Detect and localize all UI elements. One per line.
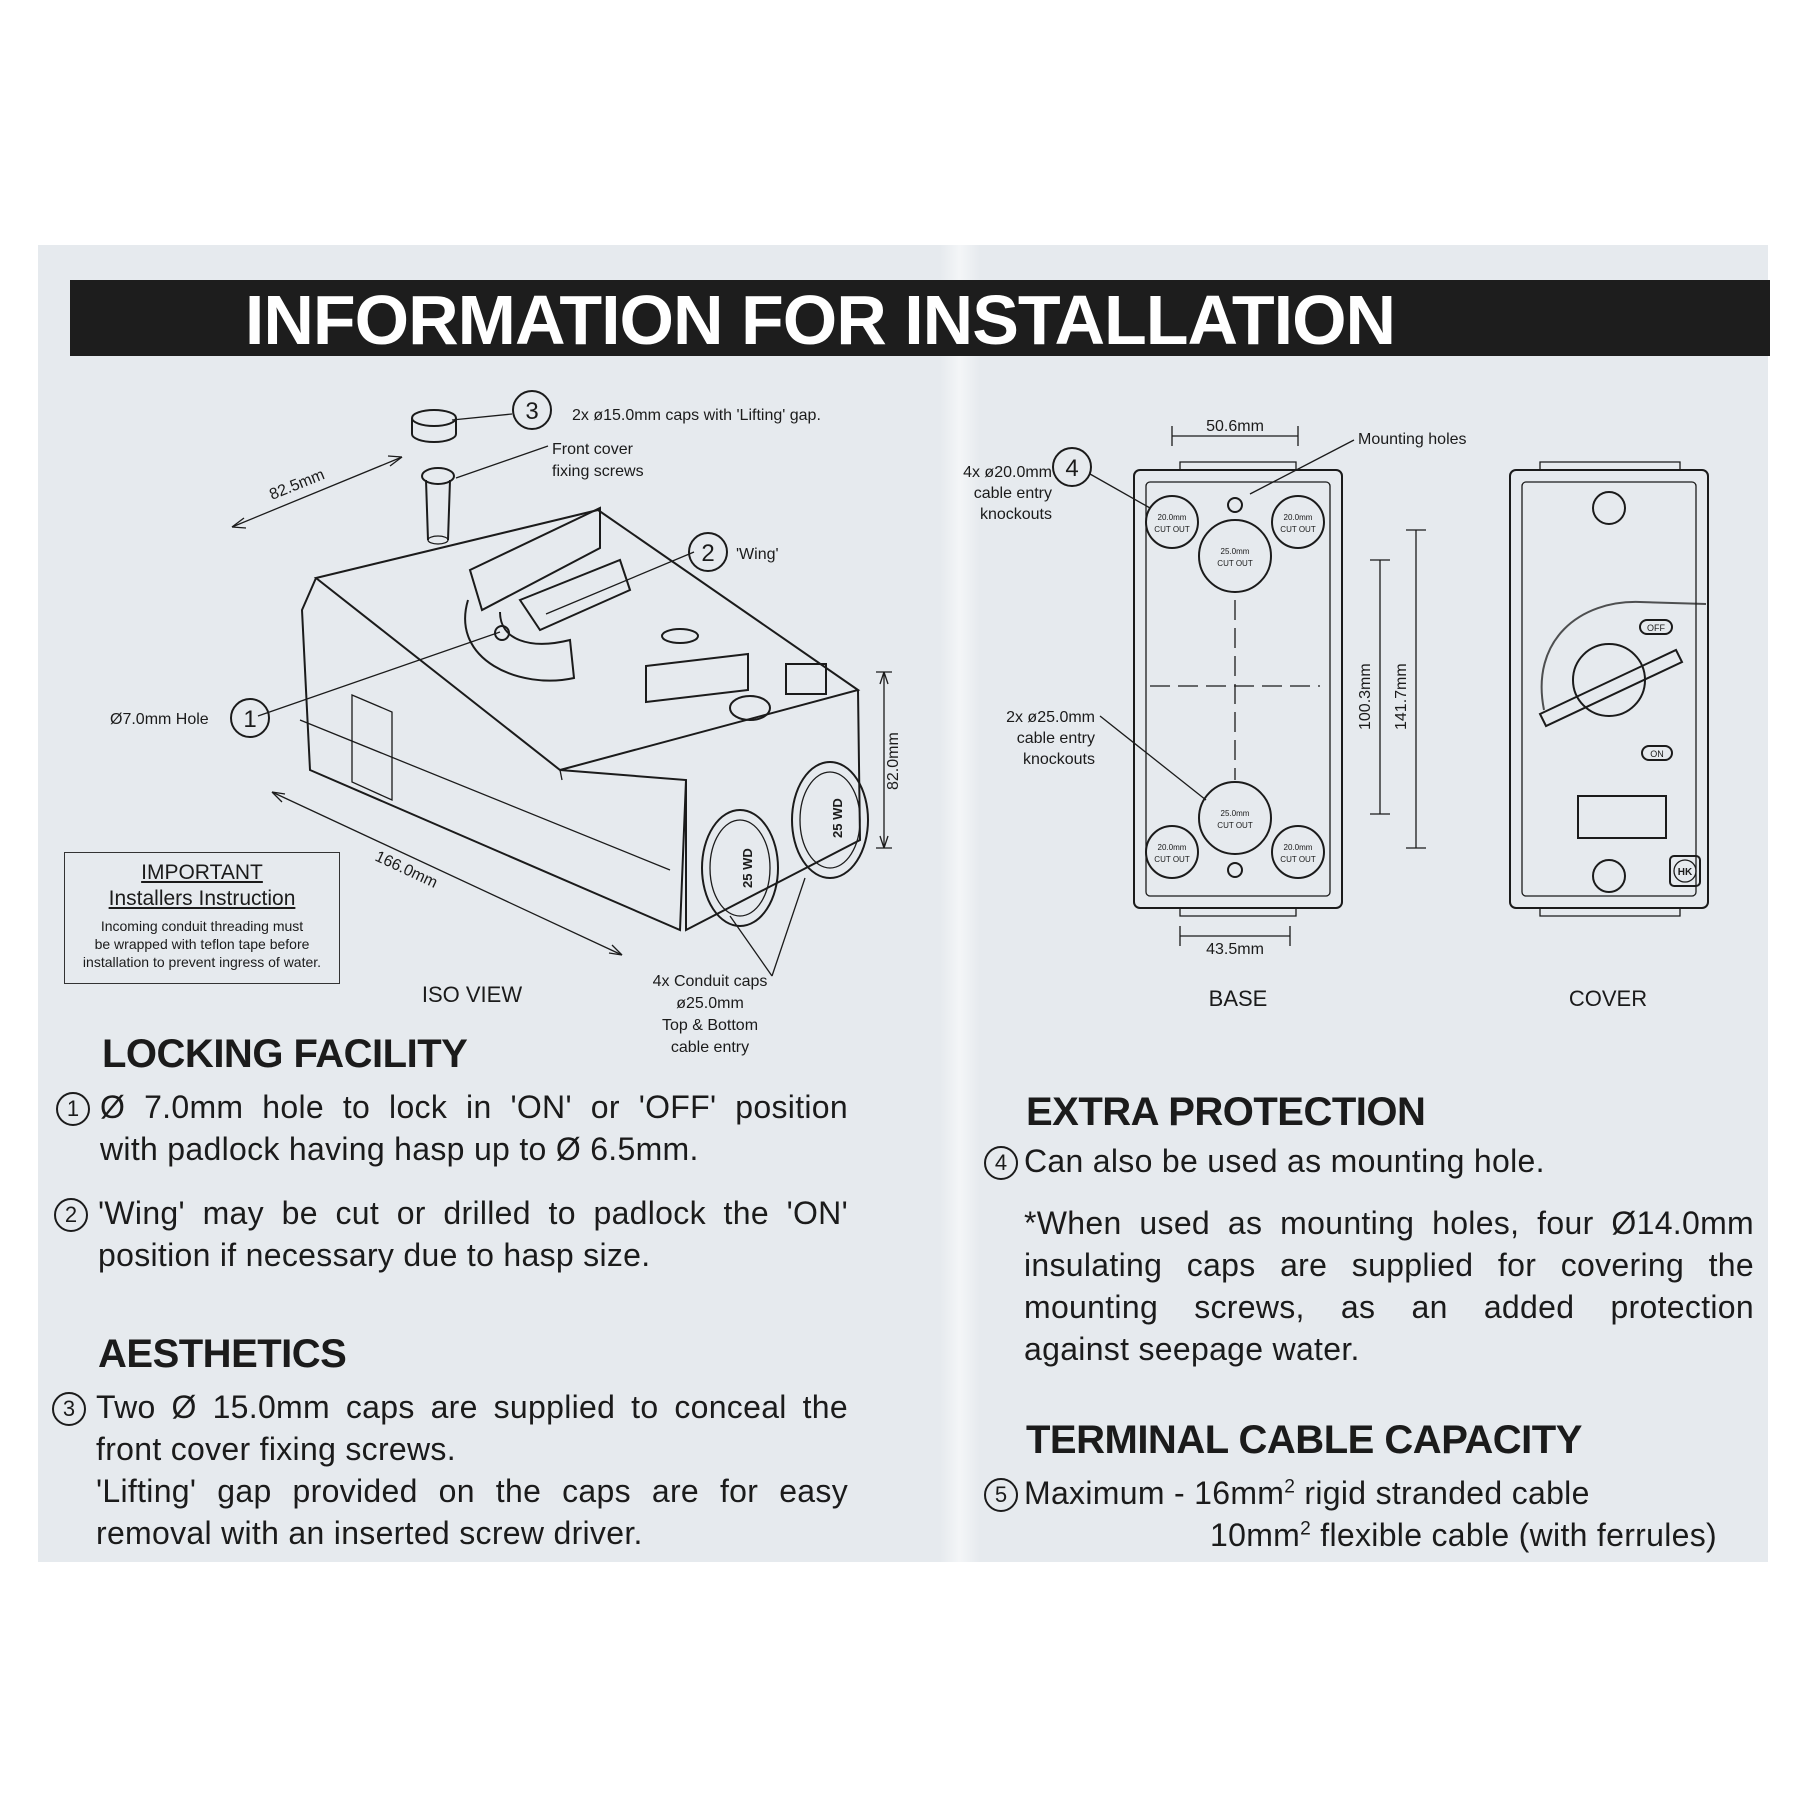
title-banner: INFORMATION FOR INSTALLATION <box>70 280 1770 356</box>
conduit-label-4: cable entry <box>671 1039 749 1056</box>
callout-1-number: 1 <box>243 706 256 733</box>
svg-text:CUT OUT: CUT OUT <box>1154 525 1190 534</box>
round-recess-icon <box>729 695 771 721</box>
knockouts-top-icon: 20.0mm CUT OUT 20.0mm CUT OUT 25.0mm CUT… <box>1145 495 1325 593</box>
item-2-marker: 2 <box>54 1198 88 1232</box>
svg-text:25.0mm: 25.0mm <box>1221 547 1250 556</box>
item-4-marker: 4 <box>984 1146 1018 1180</box>
enclosure-body-icon <box>299 508 862 932</box>
conduit-caps-icon: 25 WD 25 WD <box>701 761 869 927</box>
label-recess-icon <box>645 652 749 704</box>
side-label-icon <box>351 694 393 802</box>
iso-view-caption: ISO VIEW <box>422 982 522 1007</box>
callout-2-text: 'Wing' <box>736 546 779 563</box>
page-title: INFORMATION FOR INSTALLATION <box>244 281 1396 359</box>
dim-top-text: 50.6mm <box>1206 418 1264 435</box>
knock25-line2: cable entry <box>1017 730 1095 747</box>
svg-text:25 WD: 25 WD <box>830 798 845 838</box>
important-title: IMPORTANT <box>141 861 263 884</box>
terminal-heading: TERMINAL CABLE CAPACITY <box>1026 1418 1582 1462</box>
dim-line-length <box>271 791 623 956</box>
svg-text:CUT OUT: CUT OUT <box>1217 821 1253 830</box>
conduit-label-3: Top & Bottom <box>662 1017 758 1034</box>
dim-line-width <box>231 456 403 528</box>
locking-item-2: 'Wing' may be cut or drilled to padlock … <box>98 1195 848 1273</box>
cap-icon <box>411 409 457 443</box>
cover-caption: COVER <box>1569 986 1647 1011</box>
important-body: Incoming conduit threading must be wrapp… <box>82 918 322 970</box>
locking-heading: LOCKING FACILITY <box>102 1032 468 1076</box>
iso-view-diagram: 25 WD 25 WD 82.5mm 166.0mm 82.0mm Ø7.0mm… <box>110 390 902 1056</box>
aesthetics-heading: AESTHETICS <box>98 1332 347 1376</box>
callout-4-line3: knockouts <box>980 506 1052 523</box>
item-5-marker: 5 <box>984 1478 1018 1512</box>
svg-text:CUT OUT: CUT OUT <box>1280 855 1316 864</box>
base-caption: BASE <box>1209 986 1268 1011</box>
dim-bottom-text: 43.5mm <box>1206 941 1264 958</box>
callout-3-text: 2x ø15.0mm caps with 'Lifting' gap. <box>572 407 821 424</box>
cover-logo: HK <box>1678 867 1693 878</box>
conduit-label-2: ø25.0mm <box>676 995 744 1012</box>
callout-1-text: Ø7.0mm Hole <box>110 711 209 728</box>
knock25-line1: 2x ø25.0mm <box>1006 709 1095 726</box>
cover-off-label: OFF <box>1647 623 1665 633</box>
svg-text:20.0mm: 20.0mm <box>1284 843 1313 852</box>
svg-text:20.0mm: 20.0mm <box>1158 513 1187 522</box>
fold-crease <box>940 245 980 1562</box>
knockouts-bottom-icon: 20.0mm CUT OUT 20.0mm CUT OUT 25.0mm CUT… <box>1145 781 1325 879</box>
item-3-marker: 3 <box>52 1392 86 1426</box>
dim-inner-text: 100.3mm <box>1357 663 1374 730</box>
screw-icon <box>421 467 455 545</box>
item-1-marker: 1 <box>56 1092 90 1126</box>
wing-handle-icon <box>464 506 699 682</box>
callout-4-line2: cable entry <box>974 485 1052 502</box>
svg-text:CUT OUT: CUT OUT <box>1280 525 1316 534</box>
dim-height-text: 82.0mm <box>885 732 902 790</box>
callout-2-number: 2 <box>701 540 714 567</box>
cover-on-label: ON <box>1650 749 1664 759</box>
callout-4-line1: 4x ø20.0mm <box>963 464 1052 481</box>
svg-text:CUT OUT: CUT OUT <box>1217 559 1253 568</box>
base-cover-diagram: 20.0mm CUT OUT 20.0mm CUT OUT 25.0mm CUT… <box>963 418 1709 1011</box>
svg-text:25 WD: 25 WD <box>740 848 755 888</box>
dim-width-text: 82.5mm <box>267 466 327 503</box>
important-note: IMPORTANT Installers Instruction Incomin… <box>64 852 340 984</box>
extra-note: *When used as mounting holes, four Ø14.0… <box>1024 1205 1754 1367</box>
callout-4-number: 4 <box>1065 455 1078 482</box>
front-cover-label-1: Front cover <box>552 441 634 458</box>
svg-text:20.0mm: 20.0mm <box>1284 513 1313 522</box>
svg-text:20.0mm: 20.0mm <box>1158 843 1187 852</box>
extra-item-4: Can also be used as mounting hole. <box>1024 1143 1545 1179</box>
extra-protection-heading: EXTRA PROTECTION <box>1026 1090 1426 1134</box>
svg-text:CUT OUT: CUT OUT <box>1154 855 1190 864</box>
front-cover-label-2: fixing screws <box>552 463 644 480</box>
callout-3-number: 3 <box>525 398 538 425</box>
cover-outline-icon <box>1509 461 1709 917</box>
base-outline-icon <box>1133 461 1343 917</box>
knock25-line3: knockouts <box>1023 751 1095 768</box>
terminal-text: Maximum - 16mm2 rigid stranded cable 10m… <box>1024 1475 1717 1553</box>
aesthetics-text: Two Ø 15.0mm caps are supplied to concea… <box>96 1389 848 1551</box>
locking-item-1: Ø 7.0mm hole to lock in 'ON' or 'OFF' po… <box>100 1089 848 1167</box>
svg-text:25.0mm: 25.0mm <box>1221 809 1250 818</box>
conduit-label-1: 4x Conduit caps <box>653 973 768 990</box>
dim-outer-text: 141.7mm <box>1393 663 1410 730</box>
logo-plate-icon <box>785 663 827 695</box>
mounting-holes-label: Mounting holes <box>1358 431 1467 448</box>
important-subtitle: Installers Instruction <box>108 887 296 910</box>
